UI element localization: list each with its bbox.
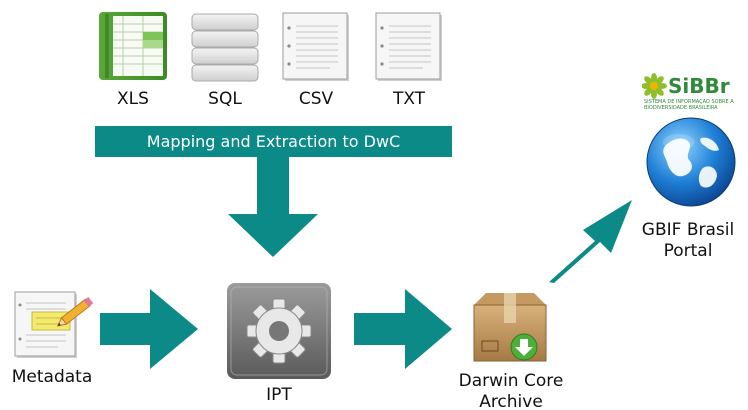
package-download-icon <box>472 291 548 363</box>
globe-icon <box>645 116 737 208</box>
mapping-banner: Mapping and Extraction to DwC <box>95 126 452 157</box>
database-icon <box>191 12 259 82</box>
spreadsheet-icon <box>99 12 167 82</box>
arrow-ipt-to-archive <box>354 289 452 369</box>
sibbr-logo-sub2: BIODIVERSIDADE BRASILEIRA <box>644 105 718 111</box>
source-label-sql: SQL <box>208 89 242 109</box>
portal-label-line2: Portal <box>663 241 713 261</box>
archive-label-line2: Archive <box>479 392 543 410</box>
metadata-document-icon <box>14 291 96 361</box>
metadata-label: Metadata <box>11 367 93 387</box>
arrow-archive-to-portal <box>549 200 632 283</box>
arrow-metadata-to-ipt <box>100 289 198 369</box>
sibbr-logo: SiBBr SISTEMA DE INFORMAÇÃO SOBRE A BIOD… <box>642 72 738 112</box>
arrow-down-to-ipt <box>228 157 318 257</box>
gear-icon <box>227 283 331 379</box>
sibbr-logo-sub1: SISTEMA DE INFORMAÇÃO SOBRE A <box>644 99 734 105</box>
portal-label-line1: GBIF Brasil <box>641 220 735 240</box>
ipt-label: IPT <box>266 385 292 405</box>
source-label-xls: XLS <box>117 89 149 109</box>
sibbr-logo-name: SiBBr <box>668 74 730 98</box>
source-label-txt: TXT <box>392 89 426 109</box>
source-label-csv: CSV <box>298 89 334 109</box>
archive-label-line1: Darwin Core <box>458 371 564 391</box>
csv-file-icon <box>282 12 350 82</box>
text-file-icon <box>375 12 443 82</box>
